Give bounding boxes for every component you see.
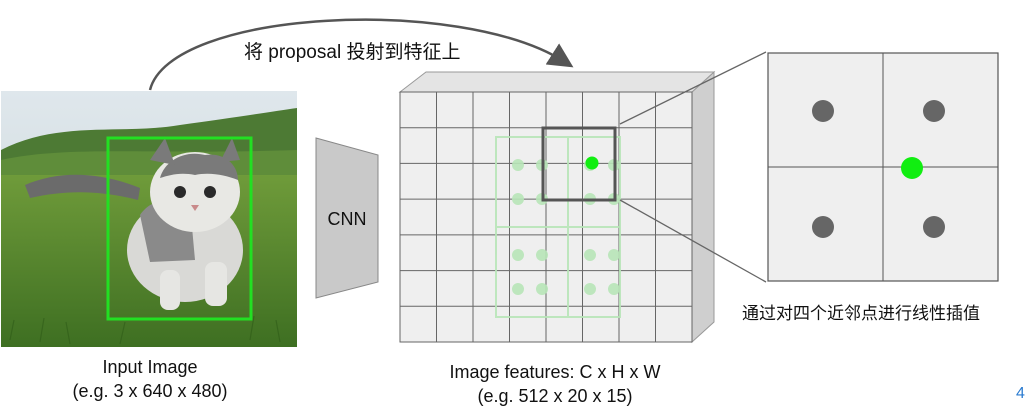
input-caption-line1: Input Image [102,357,198,377]
neighbor-point-br [923,216,945,238]
feature-map-top [398,71,716,93]
zoom-line-top [619,51,767,125]
faint-sample-dot [584,283,596,295]
faint-sample-dot [536,249,548,261]
feature-map-side [691,70,715,344]
faint-sample-dot [608,283,620,295]
curved-arrow-icon [148,18,574,91]
neighbor-point-bl [812,216,834,238]
sample-cell [541,126,617,202]
zoom-line-bottom [619,199,767,283]
faint-sample-dot [608,249,620,261]
faint-sample-dot [512,193,524,205]
proposal-box [106,136,253,321]
neighbor-point-tr [923,100,945,122]
input-image-caption: Input Image (e.g. 3 x 640 x 480) [40,355,260,403]
faint-sample-dot [512,159,524,171]
sample-point [585,156,599,170]
input-image [1,91,297,347]
interp-label: 通过对四个近邻点进行线性插值 [742,304,980,323]
features-caption-line2: (e.g. 512 x 20 x 15) [477,386,633,406]
features-caption-line1: Image features: C x H x W [449,362,661,382]
faint-sample-dot [584,249,596,261]
faint-sample-dot [536,283,548,295]
projected-region [495,136,621,318]
faint-sample-dot [512,249,524,261]
cnn-shape [315,137,379,299]
neighbor-point-tl [812,100,834,122]
input-caption-line2: (e.g. 3 x 640 x 480) [72,381,228,401]
arc-label: 将 proposal 投射到特征上 [244,42,461,63]
features-caption: Image features: C x H x W (e.g. 512 x 20… [420,360,690,408]
page-number: 4 [1016,385,1025,402]
cnn-label: CNN [327,209,367,229]
interpolated-point [901,157,923,179]
faint-sample-dot [512,283,524,295]
zoom-panel [767,52,999,282]
